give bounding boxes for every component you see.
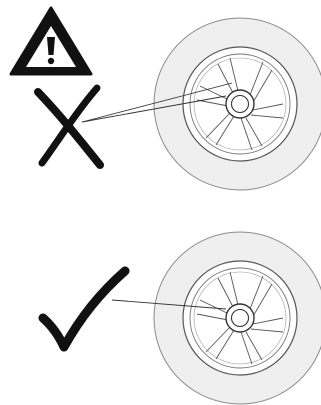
check-mark-icon [43,271,125,347]
incorrect-example [11,8,321,190]
warning-triangle-icon [11,8,91,74]
cross-mark-icon [38,88,100,165]
wheel-bottom [154,232,321,404]
wheel-top [154,18,321,190]
correct-example [43,232,321,404]
